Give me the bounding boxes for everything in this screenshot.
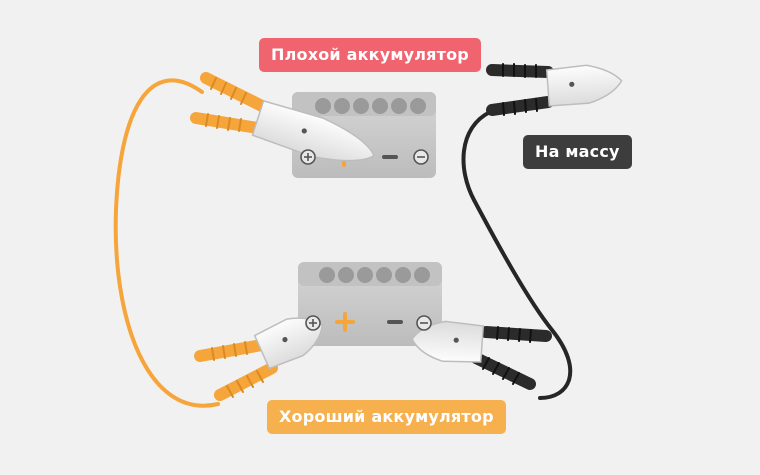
black-clamp-icon: [486, 63, 623, 116]
minus-circle-icon: [413, 149, 429, 165]
ground-label: На массу: [523, 135, 632, 169]
negative-cable: [461, 110, 573, 400]
black-clamp-icon: [411, 315, 552, 390]
good-battery-label: Хороший аккумулятор: [267, 400, 506, 434]
plus-circle-icon: [300, 149, 316, 165]
plus-circle-icon: [305, 315, 321, 331]
orange-clamp-icon: [194, 315, 324, 401]
good-battery: [298, 262, 442, 346]
orange-clamp-icon: [190, 72, 381, 176]
minus-circle-icon: [416, 315, 432, 331]
plus-sign-icon: [335, 312, 355, 332]
battery-cells: [315, 98, 426, 114]
battery-cells: [319, 267, 430, 283]
positive-cable-top: [113, 78, 220, 408]
bad-battery-label: Плохой аккумулятор: [259, 38, 481, 72]
